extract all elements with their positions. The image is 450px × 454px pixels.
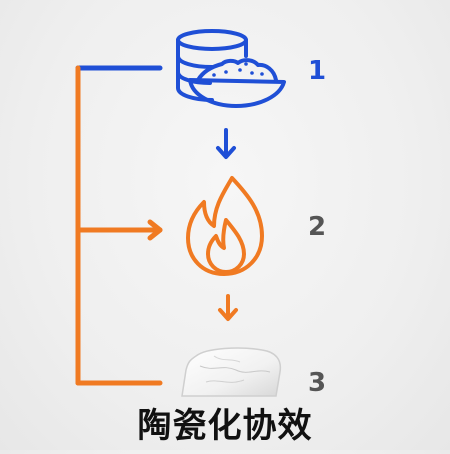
step-number-2: 2	[308, 212, 327, 242]
orange-bracket	[75, 65, 163, 386]
step-number-1: 1	[308, 56, 327, 86]
flame-icon	[186, 176, 264, 276]
ceramic-block-icon	[181, 347, 282, 397]
blue-down-arrow	[216, 128, 236, 159]
diagram-caption: 陶瓷化协效	[137, 406, 313, 446]
material-bowl-icon	[176, 29, 286, 108]
orange-down-arrow	[218, 294, 238, 321]
step-number-3: 3	[308, 368, 327, 398]
